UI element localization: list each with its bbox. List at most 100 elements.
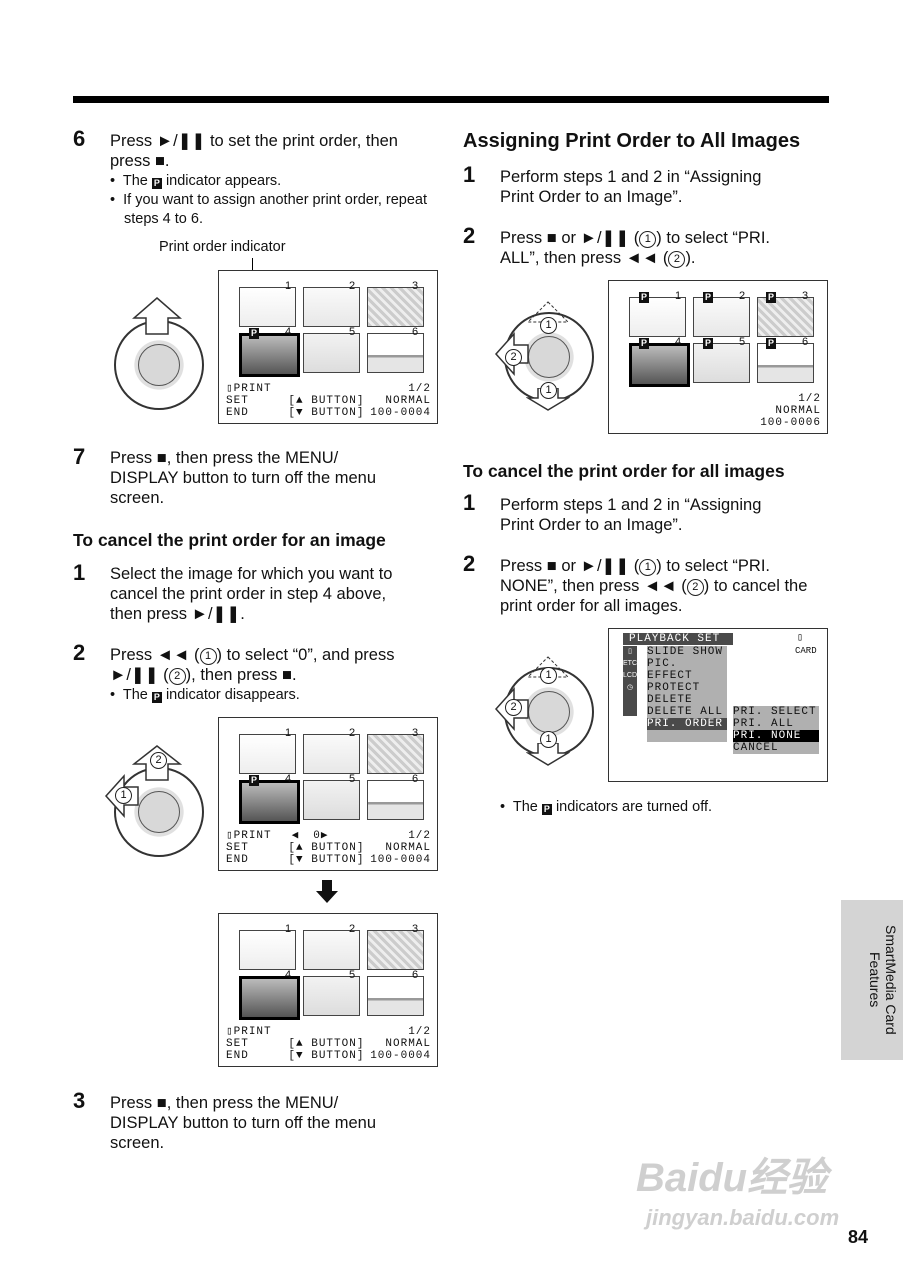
lcd-screen-playback-menu: PLAYBACK SET ▯ CARD ▯ ETC LCD ◷ SLIDE SH… (608, 628, 828, 782)
menu-item[interactable]: PIC. EFFECT (647, 658, 693, 682)
play-pause-symbol: ►/❚❚ (191, 605, 241, 623)
step-6-bullet-1: • The P indicator appears. (110, 173, 282, 189)
thumb-num: 1 (285, 280, 292, 292)
card-label: CARD (795, 646, 817, 656)
submenu-item[interactable]: PRI. ALL (733, 718, 794, 730)
thumbnail-1 (239, 734, 296, 774)
thumb-num: 5 (349, 773, 356, 785)
circled-2: 2 (505, 349, 522, 366)
thumb-num: 5 (349, 969, 356, 981)
thumbnail-5 (303, 333, 360, 373)
play-pause-symbol: ►/❚❚ (110, 666, 159, 684)
menu-item[interactable]: SLIDE SHOW (647, 646, 724, 658)
thumbnail-5 (303, 780, 360, 820)
circled-1: 1 (639, 559, 657, 576)
all-step-2-text: Press ■ or ►/❚❚ (1) to select “PRI. ALL”… (500, 229, 770, 268)
stop-symbol: ■ (156, 1094, 167, 1112)
thumb-num: 4 (285, 773, 292, 785)
thumbnail-2 (303, 930, 360, 970)
thumb-num: 6 (412, 969, 419, 981)
step-number: 2 (73, 640, 86, 665)
clock-icon: ◷ (626, 684, 634, 691)
stop-symbol: ■ (546, 229, 557, 247)
card-icon: ▯ (628, 648, 632, 655)
thumbnail-3 (757, 297, 814, 337)
dial-center (528, 336, 570, 378)
step-number: 2 (463, 551, 476, 576)
print-mark-icon: P (249, 775, 259, 786)
card-icon: ▯ (797, 633, 805, 644)
cancel-step-2-bullet: • The P indicator disappears. (110, 687, 300, 703)
rewind-symbol: ◄◄ (643, 577, 677, 595)
submenu-item-selected[interactable]: PRI. NONE (733, 730, 819, 742)
thumbnail-5 (693, 343, 750, 383)
lcd-screen-cancel-before: 1 2 3 4 5 6 P ▯PRINT◀0▶1/2 SET [▲ BUTTON… (218, 717, 438, 871)
cancel-all-step-2-text: Press ■ or ►/❚❚ (1) to select “PRI. NONE… (500, 557, 808, 615)
submenu-item[interactable]: CANCEL (733, 742, 779, 754)
cancel-step-3-text: Press ■, then press the MENU/ DISPLAY bu… (110, 1094, 377, 1152)
thumbnail-4-selected (629, 343, 690, 387)
print-mark-icon: P (151, 178, 162, 189)
menu-item[interactable]: DELETE ALL (647, 706, 724, 718)
chapter-tab-label: SmartMedia Card Features (867, 925, 899, 1035)
thumb-num: 4 (675, 336, 682, 348)
dashed-up-arrow-icon (526, 656, 570, 678)
thumbnail-6 (367, 780, 424, 820)
submenu-item[interactable]: PRI. SELECT (733, 706, 817, 718)
rewind-symbol: ◄◄ (625, 249, 659, 267)
step-number: 3 (73, 1088, 86, 1113)
play-pause-symbol: ►/❚❚ (580, 229, 630, 247)
thumbnail-1 (239, 930, 296, 970)
card-icon: ▯ (226, 1026, 234, 1038)
menu-list: SLIDE SHOW PIC. EFFECT PROTECT DELETE DE… (647, 646, 727, 742)
step-6-bullet-2: • If you want to assign another print or… (110, 192, 428, 227)
thumbnail-1 (239, 287, 296, 327)
cancel-step-1-text: Select the image for which you want to c… (110, 565, 393, 623)
thumb-num: 1 (675, 290, 682, 302)
thumbnail-3 (367, 930, 424, 970)
lcd-status: 1/2 NORMAL 100-0006 (760, 393, 821, 429)
thumbnail-2 (303, 287, 360, 327)
menu-item-selected[interactable]: PRI. ORDER (647, 718, 727, 730)
thumb-num: 6 (412, 326, 419, 338)
menu-item[interactable]: PROTECT (647, 682, 701, 694)
thumbnail-6 (367, 333, 424, 373)
section-title: Assigning Print Order to All Images (463, 130, 801, 152)
down-arrow-icon (316, 880, 338, 903)
print-mark-icon: P (639, 338, 649, 349)
stop-symbol: ■ (281, 666, 292, 684)
thumb-num: 2 (349, 280, 356, 292)
stop-symbol: ■ (156, 449, 167, 467)
thumbnail-6 (757, 343, 814, 383)
lcd-screen-print-all: 1 2 3 4 5 6 P P P P P P 1/2 NORMAL 100-0… (608, 280, 828, 434)
card-icon: ▯ (226, 383, 234, 395)
thumb-num: 6 (412, 773, 419, 785)
dial-center (138, 791, 180, 833)
circled-1: 1 (639, 231, 657, 248)
rewind-symbol: ◄◄ (156, 646, 190, 664)
chapter-tab (841, 900, 903, 1060)
thumbnail-2 (303, 734, 360, 774)
thumbnail-2 (693, 297, 750, 337)
thumb-num: 3 (802, 290, 809, 302)
cancel-step-2-text: Press ◄◄ (1) to select “0”, and press ►/… (110, 646, 395, 685)
page-number: 84 (848, 1227, 869, 1247)
stop-symbol: ■ (154, 152, 165, 170)
circled-2: 2 (168, 668, 186, 685)
thumb-num: 1 (285, 923, 292, 935)
thumb-num: 3 (412, 727, 419, 739)
control-dial (114, 320, 204, 410)
down-arrow-icon (526, 743, 570, 766)
step-number: 2 (463, 223, 476, 248)
thumbnail-5 (303, 976, 360, 1016)
circled-1: 1 (540, 382, 557, 399)
thumb-num: 5 (349, 326, 356, 338)
menu-item[interactable]: DELETE (647, 694, 693, 706)
step-number: 1 (463, 490, 476, 515)
cancel-all-heading: To cancel the print order for all images (463, 461, 785, 481)
print-mark-icon: P (151, 692, 162, 703)
